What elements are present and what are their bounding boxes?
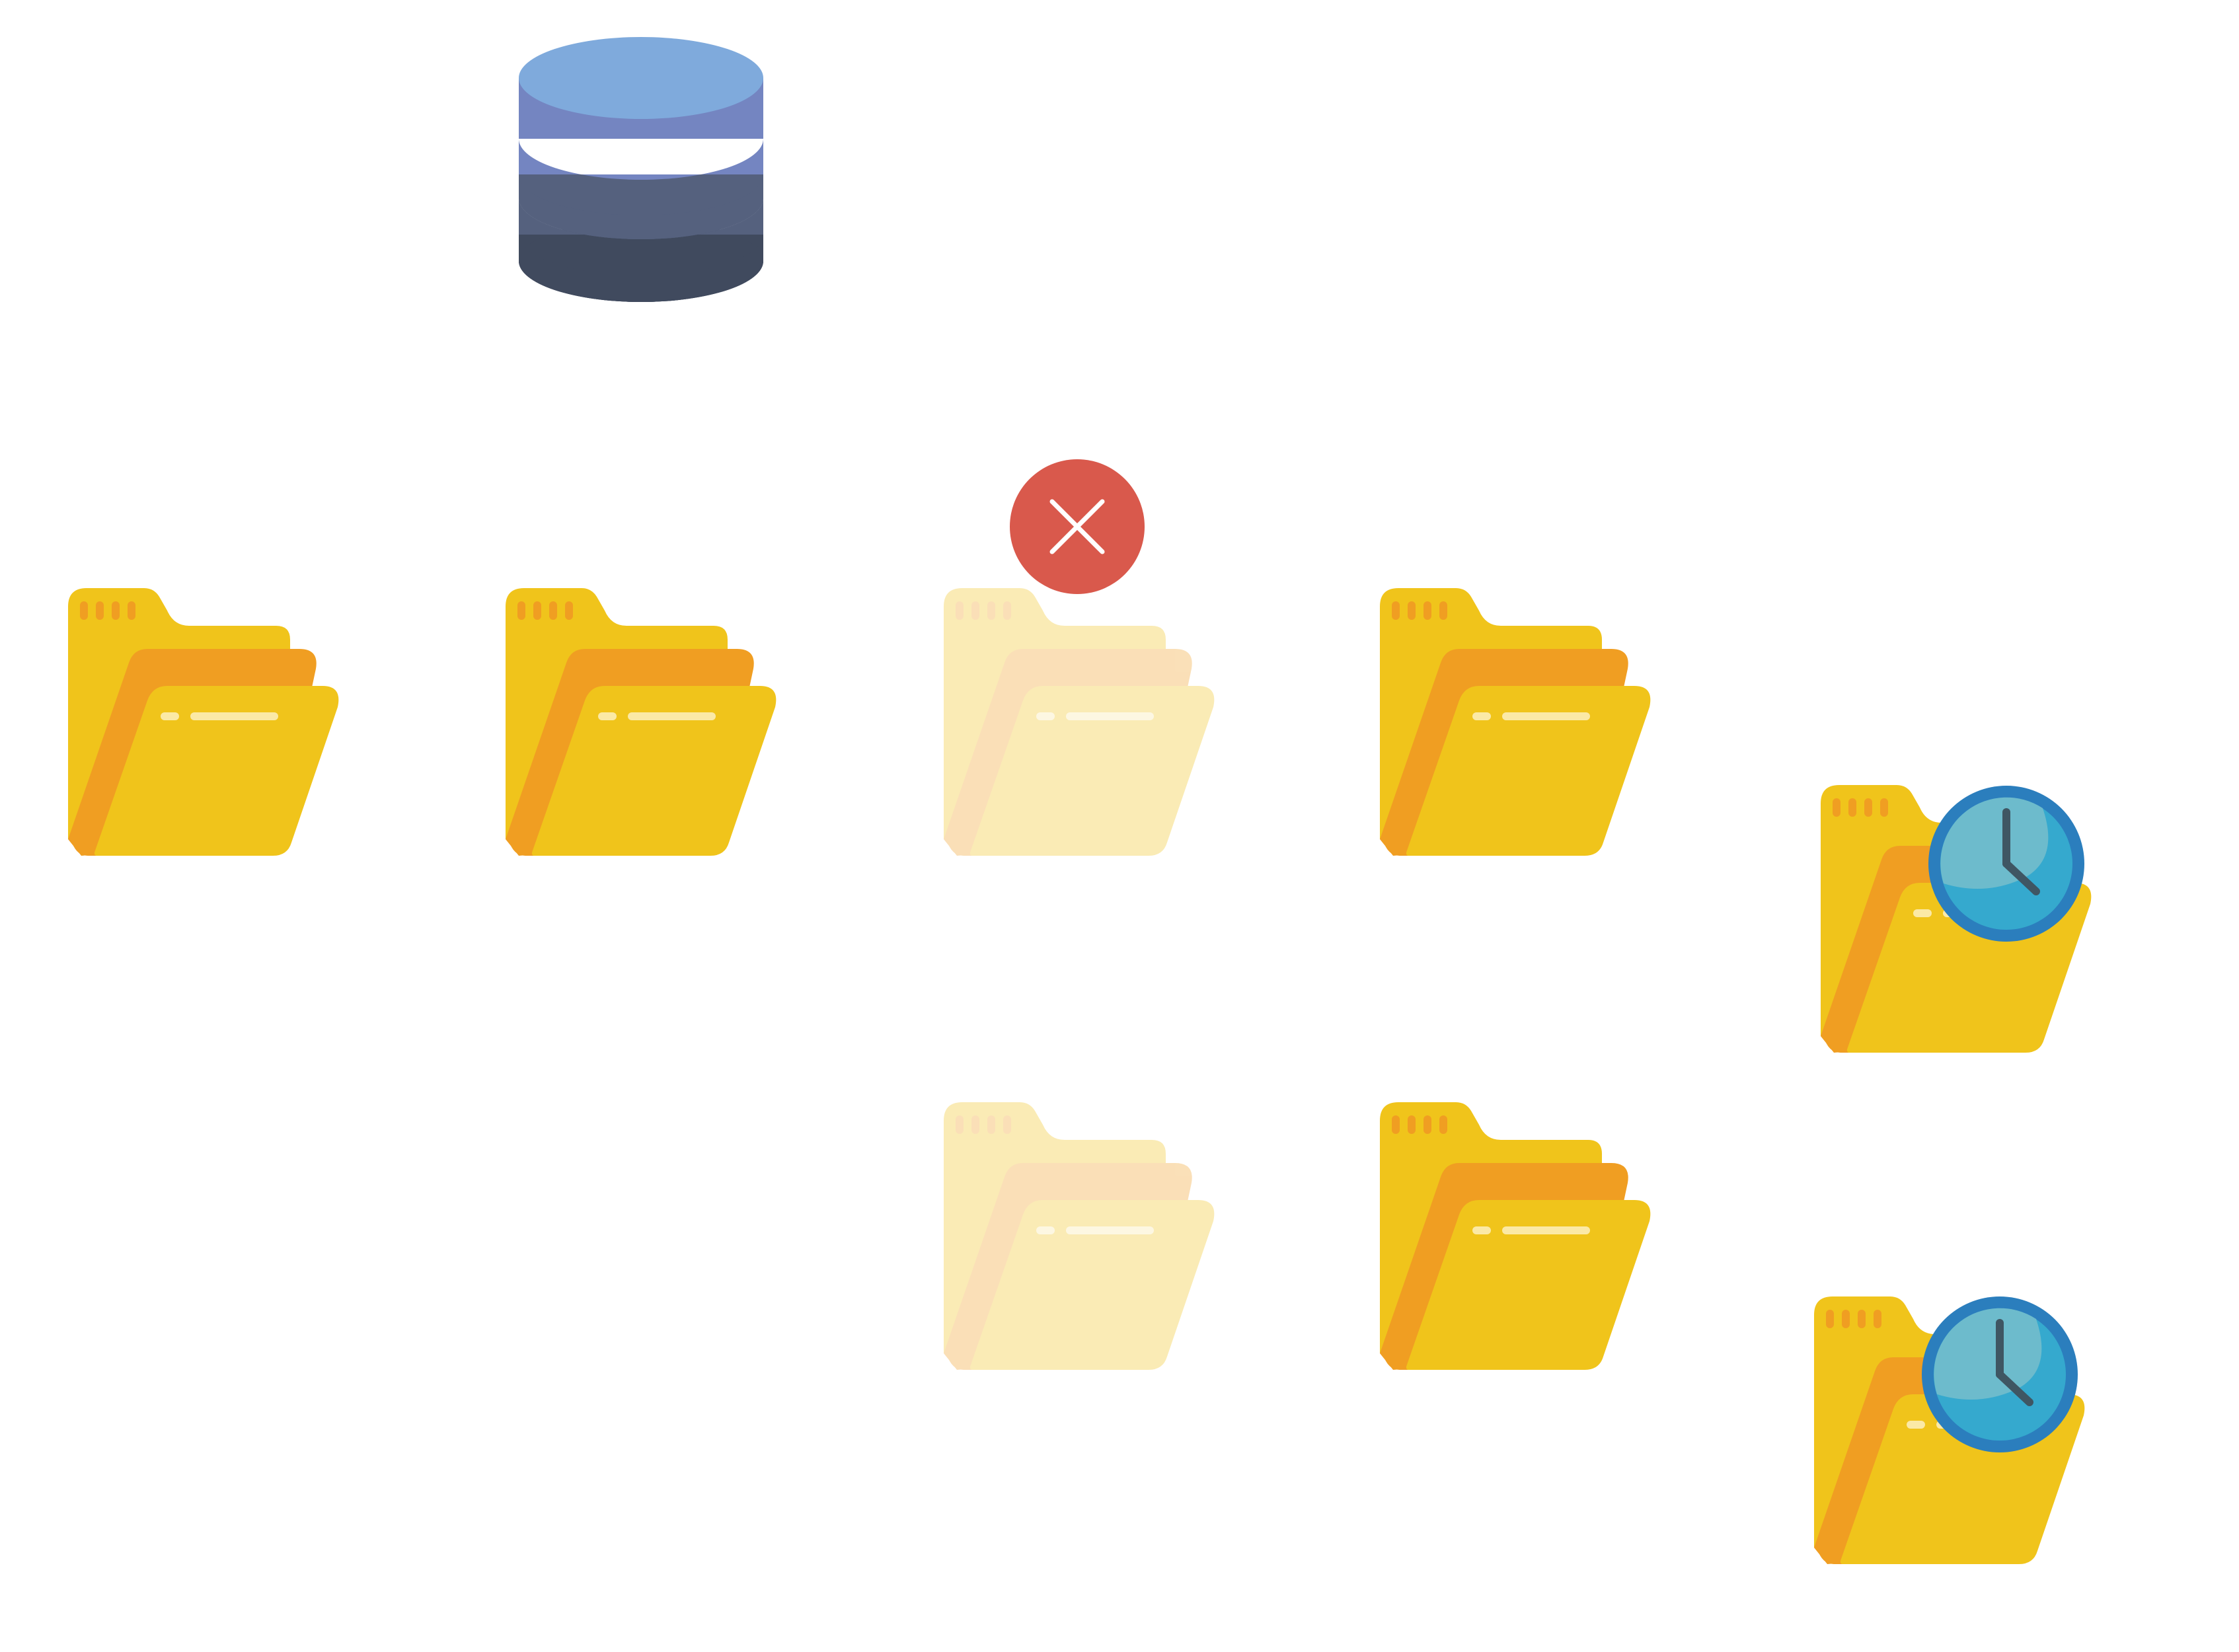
folder-icon-2 xyxy=(506,588,777,856)
folder-icon-7 xyxy=(1380,1102,1651,1370)
clock-icon xyxy=(1922,1296,2078,1452)
clock-icon xyxy=(1928,786,2084,942)
database-icon xyxy=(519,37,763,302)
folder-icon-3-deleted xyxy=(944,588,1215,856)
folder-icon-6-faded xyxy=(944,1102,1215,1370)
error-x-icon xyxy=(1010,459,1145,594)
folder-icon-1 xyxy=(68,588,339,856)
folder-icon-4 xyxy=(1380,588,1651,856)
